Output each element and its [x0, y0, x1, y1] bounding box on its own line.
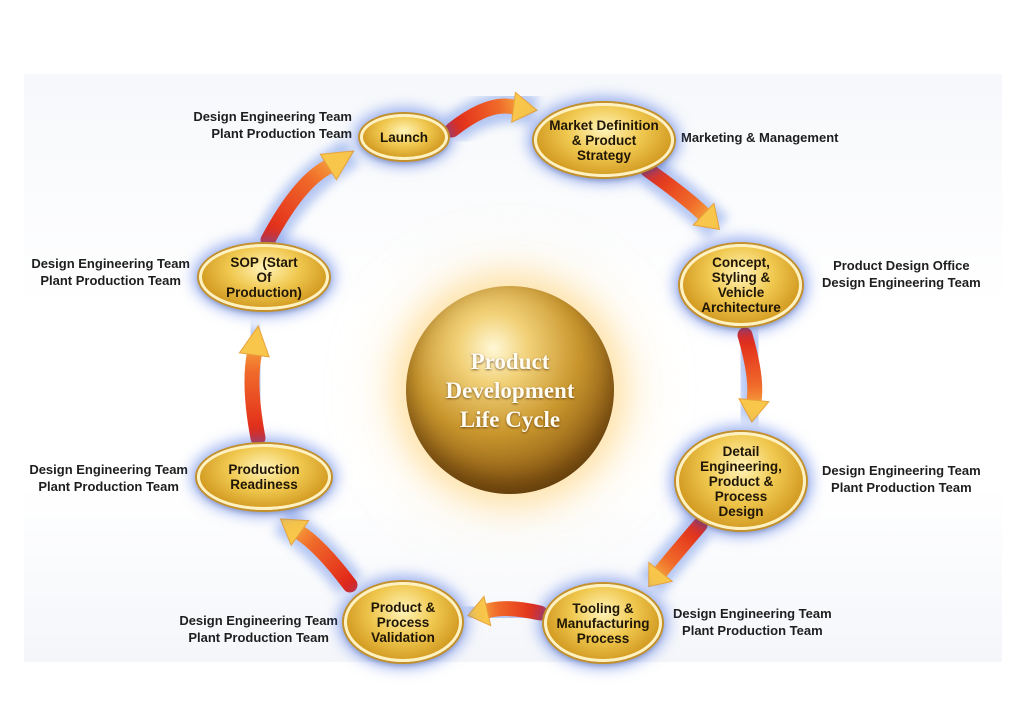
- team-label-detail-engineering: Design Engineering Team Plant Production…: [822, 463, 981, 495]
- stage-detail-engineering[interactable]: Detail Engineering, Product & Process De…: [676, 432, 806, 530]
- stage-market-definition[interactable]: Market Definition & Product Strategy: [534, 103, 674, 177]
- team-label-concept: Product Design Office Design Engineering…: [822, 258, 981, 290]
- stage-concept-styling[interactable]: Concept, Styling & Vehicle Architecture: [680, 244, 802, 326]
- arrowhead-tooling-to-validation: [467, 595, 492, 627]
- arrowhead-validation-to-readiness: [279, 518, 310, 547]
- arrow-detail-to-tooling: [651, 517, 708, 582]
- arrowhead-sop-to-launch: [319, 150, 355, 181]
- arrowhead-readiness-to-sop: [238, 324, 270, 358]
- team-label-sop: Design Engineering Team Plant Production…: [31, 256, 190, 288]
- team-label-validation: Design Engineering Team Plant Production…: [179, 613, 338, 645]
- team-label-production-readiness: Design Engineering Team Plant Production…: [29, 462, 188, 494]
- stage-product-process-validation[interactable]: Product & Process Validation: [344, 582, 462, 662]
- stage-tooling-manufacturing[interactable]: Tooling & Manufacturing Process: [544, 584, 662, 662]
- arrowhead-detail-to-tooling: [648, 561, 674, 588]
- stage-sop[interactable]: SOP (Start Of Production): [199, 244, 329, 310]
- stage-production-readiness[interactable]: Production Readiness: [197, 444, 331, 510]
- arrow-concept-to-detail: [737, 327, 763, 410]
- arrow-readiness-to-sop: [244, 345, 266, 446]
- arrow-market-to-concept: [640, 162, 713, 224]
- center-orb: Product Development Life Cycle: [406, 286, 614, 494]
- arrowhead-launch-to-market: [511, 91, 538, 124]
- center-title: Product Development Life Cycle: [445, 348, 575, 432]
- arrow-validation-to-readiness: [290, 524, 358, 593]
- arrow-launch-to-market: [444, 98, 524, 138]
- arrowhead-concept-to-detail: [738, 398, 770, 423]
- stage-launch[interactable]: Launch: [360, 114, 448, 160]
- arrowhead-market-to-concept: [692, 202, 721, 230]
- arrow-tooling-to-validation: [477, 601, 548, 621]
- team-label-tooling: Design Engineering Team Plant Production…: [673, 606, 832, 638]
- team-label-launch: Design Engineering Team Plant Production…: [193, 109, 352, 141]
- arrow-sop-to-launch: [260, 158, 338, 248]
- team-label-market-definition: Marketing & Management: [681, 130, 839, 145]
